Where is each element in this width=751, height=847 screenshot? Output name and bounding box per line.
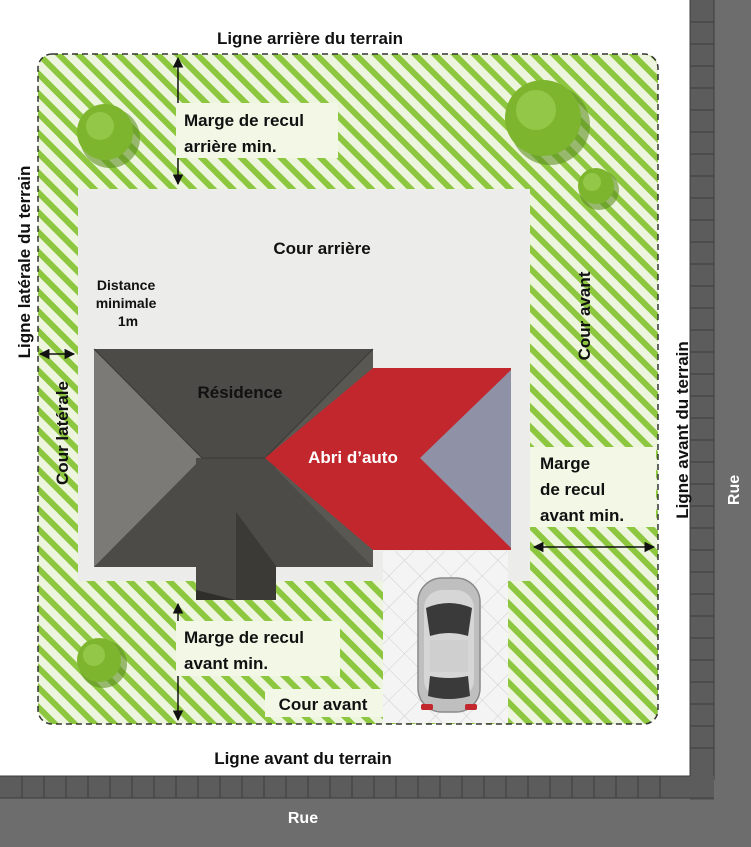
label-box (265, 689, 383, 717)
side-yard-label: Cour latérale (53, 381, 72, 485)
tree-icon (578, 168, 619, 210)
street-label-bottom: Rue (288, 810, 318, 827)
front-lot-line-label: Ligne avant du terrain (214, 749, 392, 768)
carport-label: Abri d’auto (308, 448, 398, 467)
tree-icon (77, 104, 140, 168)
front-yard-label-bottom: Cour avant (279, 695, 368, 714)
tree-icon (77, 638, 127, 688)
min-distance-label: Distance minimale 1m (96, 277, 161, 329)
side-lot-line-label: Ligne latérale du terrain (15, 166, 34, 359)
front-yard-label-right: Cour avant (575, 271, 594, 360)
label-box (176, 621, 340, 676)
backyard-label: Cour arrière (273, 239, 370, 258)
car-icon (417, 577, 481, 713)
residence-label: Résidence (197, 383, 282, 402)
lot-boundary (37, 53, 659, 725)
rear-lot-line-label: Ligne arrière du terrain (217, 29, 403, 48)
front-setback-label-right: Marge de recul avant min. (540, 454, 624, 525)
label-box (84, 272, 174, 336)
front-lot-line-side-label: Ligne avant du terrain (673, 341, 692, 519)
label-box (530, 447, 656, 527)
street-label-right: Rue (726, 475, 743, 505)
front-setback-label-bottom: Marge de recul avant min. (184, 628, 309, 673)
rear-setback-label: Marge de recul arrière min. (184, 111, 309, 156)
carport-roof (265, 368, 511, 550)
tree-icon (505, 80, 590, 165)
label-box (176, 103, 338, 158)
